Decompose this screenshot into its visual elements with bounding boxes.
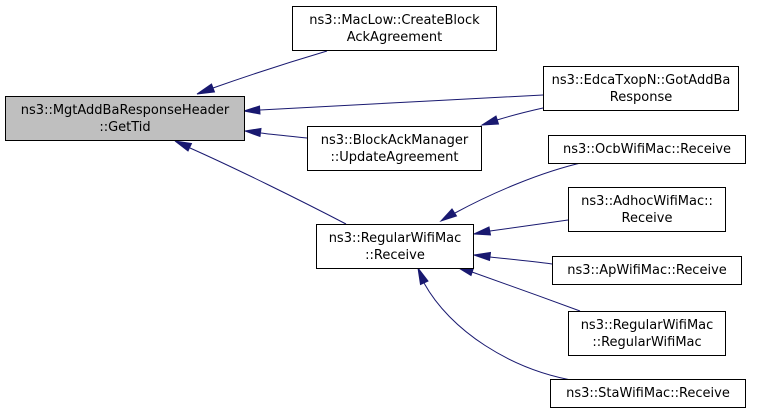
node-label-line2: ::RegularWifiMac <box>592 334 702 350</box>
node-label-line2: Receive <box>621 210 673 226</box>
node-label-line1: ns3::RegularWifiMac <box>328 230 462 246</box>
node-label-line1: ns3::ApWifiMac::Receive <box>567 263 727 278</box>
edge-ocb-to-rwm <box>454 161 586 214</box>
arrowhead-bam-to-root <box>243 127 262 138</box>
arrowhead-maclow-to-root <box>196 83 216 95</box>
arrowhead-ap-to-rwm <box>473 251 492 262</box>
node-blockackmanager-updateagreement[interactable]: ns3::BlockAckManager ::UpdateAgreement <box>307 126 482 171</box>
arrowhead-edca-to-root <box>243 105 261 115</box>
node-label-line1: ns3::StaWifiMac::Receive <box>566 386 730 401</box>
node-label-line1: ns3::BlockAckManager <box>320 132 469 148</box>
edge-maclow-to-root <box>212 50 328 89</box>
node-regularwifimac-receive[interactable]: ns3::RegularWifiMac ::Receive <box>316 224 474 269</box>
node-maclow-createblockackagreement[interactable]: ns3::MacLow::CreateBlock AckAgreement <box>292 6 497 51</box>
arrowhead-ocb-to-rwm <box>439 208 458 223</box>
edge-rwmctor-to-rwm <box>471 271 581 312</box>
arrowhead-adhoc-to-rwm <box>473 226 492 236</box>
node-regularwifimac-regularwifimac[interactable]: ns3::RegularWifiMac ::RegularWifiMac <box>568 311 726 356</box>
node-label-line2: AckAgreement <box>346 29 443 45</box>
edge-sta-to-rwm <box>423 282 578 382</box>
node-label-line2: Response <box>609 89 673 105</box>
arrowhead-rwm-to-root <box>174 140 193 152</box>
node-label-line2: ::GetTid <box>99 119 151 135</box>
arrowhead-sta-to-rwm <box>417 267 429 286</box>
node-stawifimac-receive[interactable]: ns3::StaWifiMac::Receive <box>550 379 746 408</box>
node-label-line2: ::UpdateAgreement <box>330 149 459 165</box>
node-label-line1: ns3::EdcaTxopN::GotAddBa <box>551 72 731 88</box>
node-adhocwifimac-receive[interactable]: ns3::AdhocWifiMac:: Receive <box>568 187 726 232</box>
node-label-line1: ns3::OcbWifiMac::Receive <box>562 142 732 157</box>
node-label-line1: ns3::RegularWifiMac <box>580 317 714 333</box>
node-edcatxopn-gotaddbaresponse[interactable]: ns3::EdcaTxopN::GotAddBa Response <box>543 66 739 111</box>
edge-bam-to-root <box>260 132 308 139</box>
node-apwifimac-receive[interactable]: ns3::ApWifiMac::Receive <box>552 256 742 285</box>
arrowhead-edca-to-bam <box>480 115 500 126</box>
node-label-line1: ns3::MacLow::CreateBlock <box>309 12 480 28</box>
node-label-line2: ::Receive <box>365 247 425 263</box>
edge-adhoc-to-rwm <box>489 219 569 232</box>
edge-edca-to-bam <box>496 107 544 121</box>
node-label-line1: ns3::AdhocWifiMac:: <box>581 193 713 209</box>
node-ocbwifimac-receive[interactable]: ns3::OcbWifiMac::Receive <box>548 135 746 164</box>
edge-edca-to-root <box>259 94 544 111</box>
edge-rwm-to-root <box>189 147 347 225</box>
node-label-line1: ns3::MgtAddBaResponseHeader <box>20 102 230 118</box>
node-mgtaddbaresponseheader-gettid: ns3::MgtAddBaResponseHeader ::GetTid <box>5 96 245 141</box>
edge-ap-to-rwm <box>489 256 553 265</box>
